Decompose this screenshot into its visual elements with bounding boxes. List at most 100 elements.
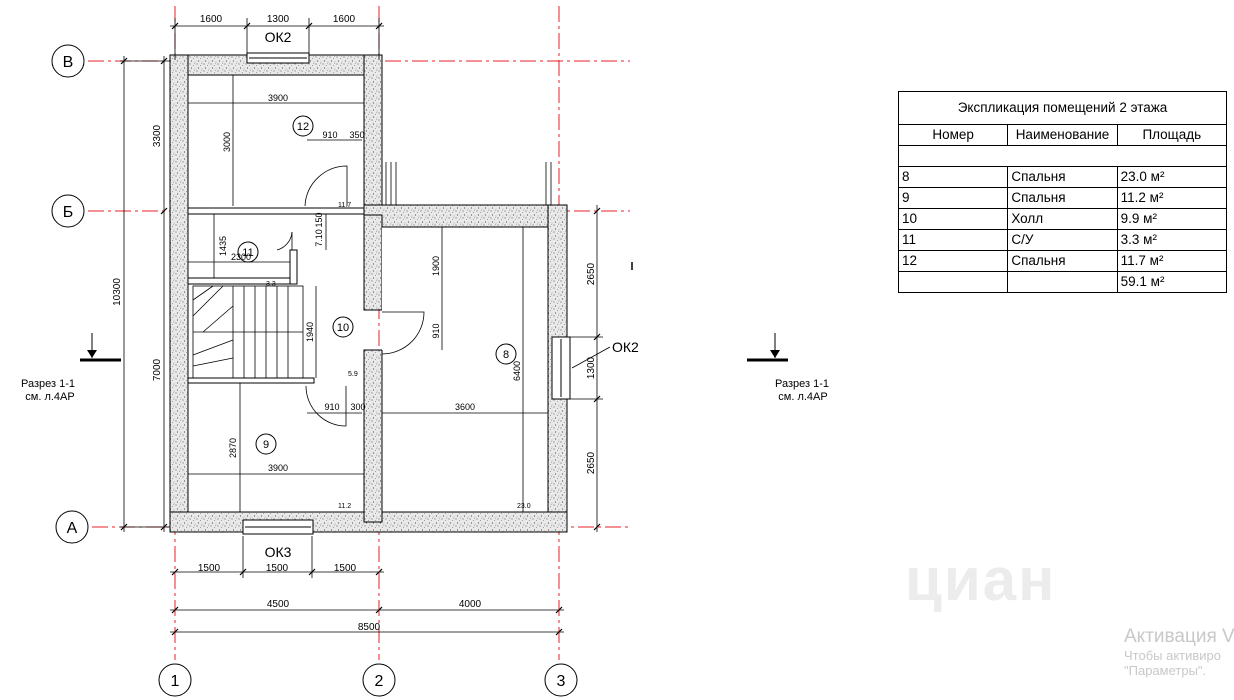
section-labels: Разрез 1-1 см. л.4АР Разрез 1-1 см. л.4А… (21, 378, 829, 403)
dim-r11-door-b: 150 (314, 212, 324, 227)
dim-right-2: 1300 (586, 356, 597, 379)
dim-bottom2-2: 4000 (459, 599, 482, 610)
dim-r12-width: 3900 (268, 93, 288, 103)
dim-right-3: 2650 (586, 451, 597, 474)
axis-label-b: Б (63, 204, 74, 221)
row-area: 3.3 м² (1116, 229, 1228, 251)
row-number: 12 (897, 250, 1009, 272)
header-area: Площадь (1116, 124, 1228, 146)
window-label-right: ОК2 (612, 339, 639, 355)
dim-left-inner-2: 7000 (152, 358, 163, 381)
row-name: С/У (1007, 229, 1118, 251)
dim-top-1: 1600 (200, 14, 223, 25)
dim-door-upper-b: 350 (349, 130, 364, 140)
area-label-9: 11.2 (338, 503, 351, 510)
dim-door-upper-a: 910 (322, 130, 337, 140)
axis-label-a: А (67, 520, 78, 537)
dim-r8-door: 910 (431, 323, 441, 338)
dim-right-1: 2650 (586, 262, 597, 285)
explication-table: Экспликация помещений 2 этажа Номер Наим… (897, 91, 1228, 293)
axis-bubble-2 (362, 663, 396, 697)
row-name: Спальня (1007, 250, 1118, 272)
dim-top-3: 1600 (333, 14, 356, 25)
room-number-12: 12 (297, 121, 309, 133)
area-label-10: 5.9 (348, 371, 358, 378)
activation-watermark: Активация V Чтобы активиро "Параметры". (1124, 626, 1234, 678)
staircase (192, 285, 304, 379)
row-area: 11.7 м² (1116, 250, 1228, 272)
header-name: Наименование (1007, 124, 1118, 146)
explication-header-row: Номер Наименование Площадь (897, 124, 1228, 146)
dim-r8-height: 6400 (512, 361, 522, 381)
dim-r11-door: 7.10 (314, 229, 324, 247)
exterior-dimension-labels: 1600 1300 1600 10300 3300 7000 2650 1300… (112, 14, 597, 633)
area-label-8: 23.0 (517, 503, 531, 510)
row-area: 9.9 м² (1116, 208, 1228, 230)
row-name: Спальня (1007, 187, 1118, 209)
dim-left-inner-1: 3300 (152, 124, 163, 147)
row-area: 23.0 м² (1116, 166, 1228, 188)
row-number: 8 (897, 166, 1009, 188)
axis-label-1: 1 (171, 673, 180, 690)
dim-bottom1-3: 1500 (334, 563, 357, 574)
room-number-11: 11 (242, 247, 253, 259)
window-label-bottom: ОК3 (265, 544, 292, 560)
table-row: 11 С/У 3.3 м² (897, 229, 1228, 251)
section-left-ref: см. л.4АР (25, 391, 74, 403)
section-right-ref: см. л.4АР (778, 391, 827, 403)
table-row: 9 Спальня 11.2 м² (897, 187, 1228, 209)
axis-label-2: 2 (375, 673, 384, 690)
row-name: Спальня (1007, 166, 1118, 188)
dim-bottom1-2: 1500 (266, 563, 289, 574)
dim-bottom-total: 8500 (358, 622, 381, 633)
dim-door-lower-a: 910 (324, 402, 339, 412)
dim-r8-width: 3600 (455, 402, 475, 412)
room-markers: 12 11 10 8 9 (237, 115, 517, 455)
room-number-10: 10 (337, 322, 349, 334)
section-right-label: Разрез 1-1 (775, 378, 829, 390)
exterior-dimensions (120, 18, 603, 636)
axis-bubble-1 (158, 663, 192, 697)
doors (276, 165, 425, 427)
row-name: Холл (1007, 208, 1118, 230)
dim-r8-upper: 1900 (431, 256, 441, 276)
axis-bubble-a (55, 510, 89, 544)
dim-r12-height: 3000 (222, 132, 232, 152)
activation-title: Активация V (1124, 626, 1234, 647)
dim-r9-width: 3900 (268, 463, 288, 473)
dim-r9-height: 2870 (228, 438, 238, 458)
table-row: 10 Холл 9.9 м² (897, 208, 1228, 230)
dim-r11-width: 2300 (231, 252, 251, 262)
dim-door-lower-b: 300 (350, 402, 365, 412)
dim-top-2: 1300 (267, 14, 290, 25)
axis-bubble-b (51, 194, 85, 228)
activation-line-2: "Параметры". (1124, 663, 1207, 678)
window-label-top: ОК2 (265, 29, 292, 45)
row-number: 11 (897, 229, 1009, 251)
total-area: 59.1 м² (1116, 271, 1228, 293)
area-label-12: 11.7 (338, 202, 351, 209)
explication-title: Экспликация помещений 2 этажа (898, 91, 1227, 125)
axis-bubbles: В Б А 1 2 3 (51, 44, 578, 697)
dim-bottom2-1: 4500 (267, 599, 290, 610)
area-labels: 11.7 3.3 5.9 11.2 23.0 (266, 202, 531, 510)
row-area: 11.2 м² (1116, 187, 1228, 209)
axis-label-3: 3 (557, 673, 566, 690)
header-number: Номер (897, 124, 1009, 146)
window-labels: ОК2 ОК2 ОК3 (265, 29, 639, 560)
table-row: 8 Спальня 23.0 м² (897, 166, 1228, 188)
room-number-9: 9 (263, 439, 269, 451)
section-left-label: Разрез 1-1 (21, 378, 75, 390)
interior-dimensions (188, 75, 548, 512)
dim-r11-height: 1435 (218, 236, 228, 256)
row-number: 9 (897, 187, 1009, 209)
section-marks (80, 262, 788, 362)
area-label-11: 3.3 (266, 281, 276, 288)
row-number: 10 (897, 208, 1009, 230)
interior-dimension-labels: 3900 3000 910 350 1435 2300 7.10 150 194… (218, 93, 522, 473)
table-row: 12 Спальня 11.7 м² (897, 250, 1228, 272)
dim-left-outer: 10300 (112, 278, 123, 306)
dim-bottom1-1: 1500 (198, 563, 221, 574)
axis-bubble-v (51, 44, 85, 78)
